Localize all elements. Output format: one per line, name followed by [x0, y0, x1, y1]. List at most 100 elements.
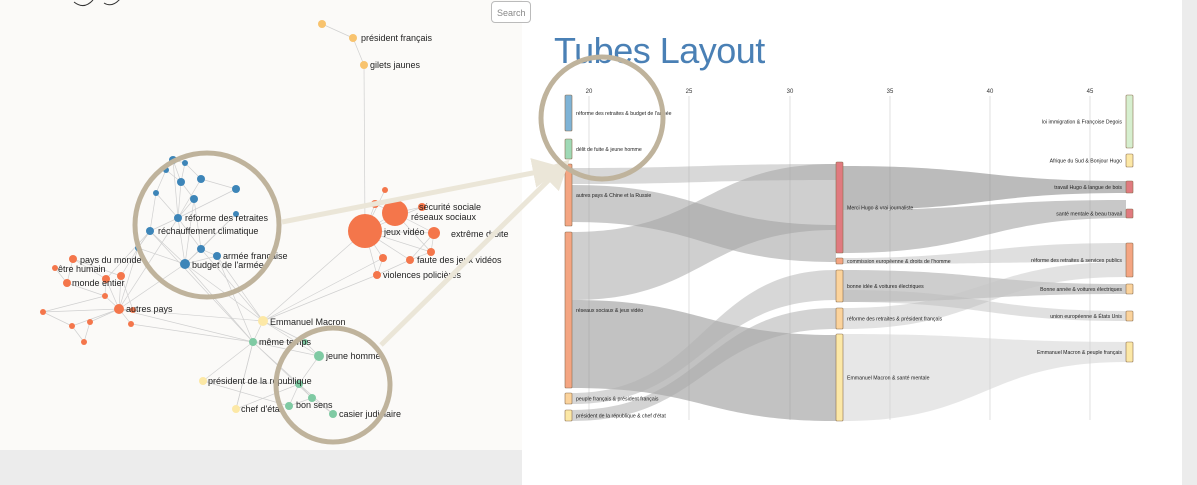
network-node-label: extrême droite — [451, 229, 509, 239]
network-edge — [72, 258, 122, 277]
network-edge — [202, 380, 290, 407]
network-node — [406, 256, 414, 264]
network-edge — [193, 198, 202, 250]
tube-node-label: réforme des retraites & services publics — [1031, 258, 1122, 264]
network-edge — [130, 323, 254, 343]
network-edge — [184, 263, 264, 322]
network-node — [349, 34, 357, 42]
network-edge — [66, 282, 106, 297]
network-node — [232, 185, 240, 193]
network-node-label: président français — [361, 33, 433, 43]
tube-node-mid — [835, 333, 844, 422]
network-nodes — [40, 20, 440, 418]
tube-node-left — [564, 138, 573, 160]
network-node — [69, 323, 75, 329]
network-edge — [376, 259, 411, 276]
network-node-label: faute des jeux vidéos — [417, 255, 502, 265]
network-node — [114, 304, 124, 314]
network-node-label: chef d'état — [241, 404, 283, 414]
network-node-label: gilets jaunes — [370, 60, 421, 70]
tube-node-label: président de la république & chef d'état — [576, 414, 666, 420]
tube-node-label: Emmanuel Macron & peuple français — [1037, 350, 1122, 356]
network-edge — [200, 178, 237, 190]
network-edge — [184, 255, 218, 265]
network-edge — [202, 341, 254, 382]
network-node — [258, 316, 268, 326]
network-node — [382, 200, 408, 226]
network-edge — [83, 321, 91, 343]
network-edge — [118, 308, 264, 322]
network-node-label: budget de l'armée — [192, 260, 264, 270]
network-edge — [105, 278, 120, 310]
network-edge — [89, 308, 120, 323]
network-node — [348, 214, 382, 248]
network-node — [233, 211, 239, 217]
network-edge — [120, 275, 134, 311]
tick-label: 25 — [686, 89, 693, 95]
annotation-arrow — [379, 159, 570, 347]
network-node — [81, 339, 87, 345]
network-node — [213, 252, 221, 260]
tubes-flows — [572, 164, 1126, 421]
network-edge — [42, 295, 106, 313]
tube-flow — [572, 164, 836, 300]
tube-node-label: union européenne & États Unis — [1050, 313, 1122, 320]
network-edge — [149, 230, 254, 343]
network-edge — [216, 255, 254, 343]
tick-label: 20 — [586, 89, 593, 95]
tube-node-label: Bonne année & voitures électriques — [1040, 287, 1122, 293]
network-edge — [262, 320, 320, 357]
network-edge — [252, 341, 313, 399]
network-node-label: violences policières — [383, 270, 462, 280]
network-edge — [72, 258, 107, 280]
tube-node-label: réforme des retraites & budget de l'armé… — [576, 111, 672, 117]
network-edge — [118, 275, 122, 310]
network-node — [102, 293, 108, 299]
tube-node-mid — [835, 257, 844, 265]
tick-label: 30 — [787, 89, 794, 95]
tube-node-label: peuple français & président français — [576, 397, 659, 403]
network-node — [87, 319, 93, 325]
network-edge — [235, 341, 254, 410]
network-node-label: monde entier — [72, 278, 125, 288]
tubes-nodes — [564, 94, 1134, 422]
tube-node-left — [564, 231, 573, 389]
network-edge — [235, 383, 300, 410]
network-node — [302, 339, 308, 345]
network-node — [379, 254, 387, 262]
cropped-scribble-icon — [73, 0, 120, 6]
network-edge — [172, 159, 179, 219]
tube-node-right — [1125, 208, 1134, 219]
network-edge — [177, 188, 237, 219]
network-edge — [105, 230, 151, 280]
highlight-ring — [273, 325, 393, 445]
network-edge — [202, 380, 300, 385]
network-edge — [71, 325, 85, 343]
tube-node-right — [1125, 283, 1134, 295]
network-node — [249, 338, 257, 346]
network-edge — [177, 217, 186, 265]
network-node-label: autres pays — [126, 304, 173, 314]
network-edge — [120, 247, 139, 277]
network-edge — [149, 192, 157, 232]
tube-flow — [843, 290, 1126, 321]
network-edge — [177, 178, 202, 219]
network-node — [69, 255, 77, 263]
network-edge — [155, 169, 167, 194]
network-edge — [118, 308, 254, 343]
tube-node-label: réforme des retraites & président frança… — [847, 317, 943, 323]
tick-label: 45 — [1087, 89, 1094, 95]
tick-label: 35 — [887, 89, 894, 95]
tube-node-label: commission européenne & droits de l'homm… — [847, 259, 951, 265]
network-node — [318, 20, 326, 28]
network-node — [177, 178, 185, 186]
network-edge — [200, 248, 264, 322]
tube-node-right — [1125, 242, 1134, 278]
network-node — [190, 195, 198, 203]
network-node — [197, 245, 205, 253]
network-node-label: armée française — [223, 251, 288, 261]
network-node — [63, 279, 71, 287]
search-input[interactable]: Search — [491, 1, 531, 23]
network-edge — [118, 247, 139, 310]
page-title: Tubes Layout — [554, 30, 765, 71]
